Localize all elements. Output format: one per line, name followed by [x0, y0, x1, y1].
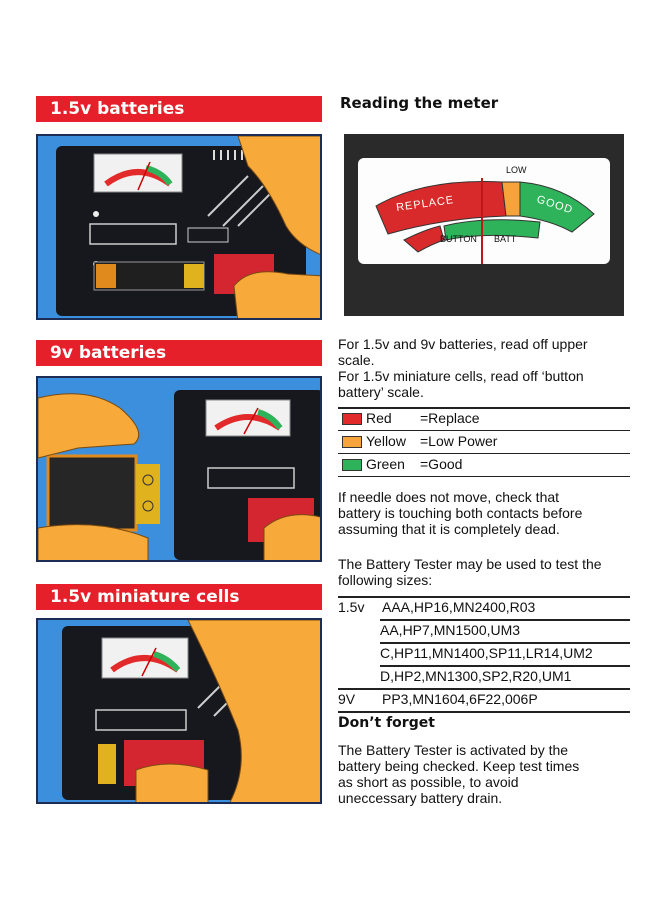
section-banner-15v: 1.5v batteries — [36, 96, 322, 122]
sizes-intro: The Battery Tester may be used to test t… — [338, 556, 602, 588]
meter-diagram: LOW REPLACE GOOD BUTTON BATT — [344, 134, 624, 316]
size-rule — [380, 642, 630, 644]
swatch-yellow — [342, 436, 362, 448]
size-rule — [380, 665, 630, 667]
meter-low-label: LOW — [506, 165, 527, 175]
size-rule — [338, 688, 630, 690]
swatch-red — [342, 413, 362, 425]
dont-forget-heading: Don’t forget — [338, 715, 435, 731]
meter-button-label: BUTTON — [440, 234, 477, 244]
legend-top-rule — [338, 407, 630, 409]
meter-batt-label: BATT — [494, 234, 517, 244]
dont-forget-text: The Battery Tester is activated by the b… — [338, 742, 580, 806]
size-row: C,HP11,MN1400,SP11,LR14,UM2 — [380, 645, 593, 661]
section-banner-9v: 9v batteries — [36, 340, 322, 366]
size-row: D,HP2,MN1300,SP2,R20,UM1 — [380, 668, 572, 684]
size-row: AA,HP7,MN1500,UM3 — [380, 622, 521, 638]
size-rule — [338, 711, 630, 713]
legend-row-red: Red=Replace — [338, 408, 630, 431]
size-rule — [380, 619, 630, 621]
illustration-9v-batteries — [36, 376, 322, 562]
meter-instructions: For 1.5v and 9v batteries, read off uppe… — [338, 336, 588, 400]
section-banner-miniature: 1.5v miniature cells — [36, 584, 322, 610]
reading-meter-heading: Reading the meter — [340, 94, 499, 112]
legend-row-green: Green=Good — [338, 454, 630, 477]
illustration-miniature-cells — [36, 618, 322, 804]
sizes-top-rule — [338, 596, 630, 598]
needle-note: If needle does not move, check that batt… — [338, 489, 583, 537]
swatch-green — [342, 459, 362, 471]
legend-row-yellow: Yellow=Low Power — [338, 431, 630, 454]
illustration-15v-batteries — [36, 134, 322, 320]
